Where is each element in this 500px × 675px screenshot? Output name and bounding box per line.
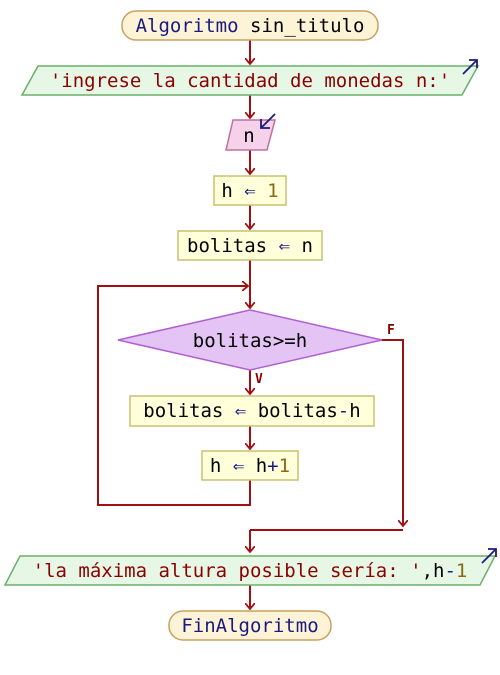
end-terminal[interactable]: FinAlgoritmo (168, 610, 332, 641)
loop-body-assign-1[interactable]: bolitas ⇐ bolitas-h (129, 395, 375, 427)
loop-back-line (97, 286, 251, 506)
body-2-op: + (267, 455, 278, 477)
write-block-2[interactable]: 'la máxima altura posible sería: ',h-1 (3, 548, 497, 586)
svg-text:h ⇐ h+1: h ⇐ h+1 (210, 455, 290, 477)
svg-text:'la máxima altura posible serí: 'la máxima altura posible sería: ',h-1 (33, 560, 468, 582)
assign-1-value: 1 (267, 180, 278, 202)
body-2-right: 1 (279, 455, 290, 477)
flow-lines (97, 40, 403, 609)
read-block[interactable]: n (225, 113, 276, 151)
read-var: n (243, 125, 254, 147)
svg-text:Algoritmo sin_titulo: Algoritmo sin_titulo (136, 15, 365, 37)
assign-arrow: ⇐ (235, 400, 246, 422)
body-1-right: h (349, 400, 360, 422)
loop-condition: bolitas>=h (193, 330, 307, 352)
svg-text:n: n (243, 125, 254, 147)
output-arrow-icon (481, 548, 497, 564)
svg-text:'ingrese la cantidad de moneda: 'ingrese la cantidad de monedas n:' (50, 70, 450, 92)
while-decision[interactable]: bolitas>=h (117, 309, 383, 371)
assign-1-target: h (221, 180, 232, 202)
body-1-op: - (338, 400, 349, 422)
start-terminal[interactable]: Algoritmo sin_titulo (121, 10, 379, 41)
end-keyword: FinAlgoritmo (181, 615, 318, 637)
assign-h-block[interactable]: h ⇐ 1 (213, 175, 287, 206)
assign-bolitas-block[interactable]: bolitas ⇐ n (177, 230, 323, 261)
svg-text:bolitas ⇐ n: bolitas ⇐ n (187, 235, 313, 257)
false-label: F (387, 323, 395, 338)
svg-text:bolitas ⇐ bolitas-h: bolitas ⇐ bolitas-h (143, 400, 360, 422)
write-2-num: 1 (456, 560, 467, 582)
body-2-target: h (210, 455, 221, 477)
input-arrow-icon (260, 113, 276, 129)
body-1-left: bolitas (258, 400, 338, 422)
body-2-left: h (256, 455, 267, 477)
output-arrow-icon (462, 59, 478, 75)
false-exit-line (382, 339, 403, 526)
true-label: V (255, 372, 263, 387)
assign-2-value: n (301, 235, 312, 257)
write-1-text: 'ingrese la cantidad de monedas n:' (50, 70, 450, 92)
svg-text:FinAlgoritmo: FinAlgoritmo (181, 615, 318, 637)
loop-body-assign-2[interactable]: h ⇐ h+1 (201, 450, 299, 481)
write-2-var: h (433, 560, 444, 582)
write-2-sep: , (422, 560, 433, 582)
write-block-1[interactable]: 'ingrese la cantidad de monedas n:' (20, 59, 480, 96)
svg-text:bolitas>=h: bolitas>=h (193, 330, 307, 352)
svg-text:h ⇐ 1: h ⇐ 1 (221, 180, 278, 202)
write-2-text: 'la máxima altura posible sería: ' (33, 560, 422, 582)
assign-arrow: ⇐ (244, 180, 255, 202)
assign-arrow: ⇐ (279, 235, 290, 257)
assign-2-target: bolitas (187, 235, 267, 257)
algorithm-name: sin_titulo (250, 15, 364, 37)
body-1-target: bolitas (143, 400, 223, 422)
start-keyword: Algoritmo (136, 15, 239, 37)
write-2-op: - (444, 560, 455, 582)
assign-arrow: ⇐ (233, 455, 244, 477)
